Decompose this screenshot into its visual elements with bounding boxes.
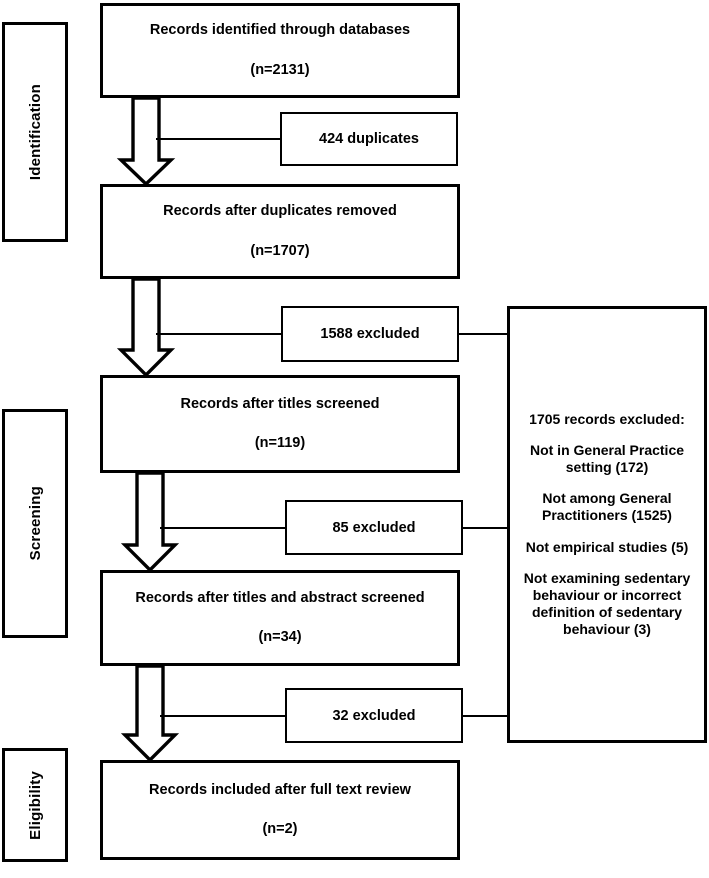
stage-label-screening-text: Screening — [26, 486, 44, 561]
flow-box-titles-abstract-screened: Records after titles and abstract screen… — [100, 570, 460, 666]
reasons-box-records-excluded: 1705 records excluded: Not in General Pr… — [507, 306, 707, 743]
reasons-box-item-empirical: Not empirical studies (5) — [525, 538, 689, 555]
stage-label-eligibility-text: Eligibility — [26, 770, 44, 840]
reasons-box-item-setting: Not in General Practice setting (172) — [529, 442, 685, 476]
connector-line-excluded-titles-to-reasons — [457, 333, 509, 335]
exclusion-box-excluded-titles-label: 1588 excluded — [320, 326, 420, 342]
connector-line-excluded-abstracts-to-reasons — [461, 527, 509, 529]
block-arrow-titles-screened-to-abstract-screened — [120, 471, 180, 573]
flow-box-titles-screened: Records after titles screened (n=119) — [100, 375, 460, 473]
block-arrow-abstract-screened-to-included — [120, 664, 180, 763]
connector-line-to-excluded-titles — [156, 333, 283, 335]
flow-box-records-identified-count: (n=2131) — [250, 61, 310, 78]
flow-box-included-full-text: Records included after full text review … — [100, 760, 460, 860]
connector-line-to-excluded-abstracts — [160, 527, 287, 529]
flow-box-duplicates-removed-title: Records after duplicates removed — [163, 203, 397, 220]
flow-box-records-identified: Records identified through databases (n=… — [100, 3, 460, 98]
stage-label-screening: Screening — [2, 409, 68, 638]
connector-line-to-duplicates — [156, 138, 282, 140]
reasons-box-heading: 1705 records excluded: — [529, 411, 685, 428]
connector-line-excluded-fulltext-to-reasons — [461, 715, 509, 717]
exclusion-box-excluded-titles: 1588 excluded — [281, 306, 459, 362]
exclusion-box-excluded-fulltext: 32 excluded — [285, 688, 463, 743]
stage-label-identification: Identification — [2, 22, 68, 242]
stage-label-eligibility: Eligibility — [2, 748, 68, 862]
flow-box-titles-screened-count: (n=119) — [254, 435, 306, 451]
flow-box-records-identified-title: Records identified through databases — [149, 22, 411, 39]
reasons-box-item-sedentary: Not examining sedentary behaviour or inc… — [523, 569, 691, 637]
flow-box-titles-screened-title: Records after titles screened — [180, 395, 380, 412]
flow-box-titles-abstract-screened-count: (n=34) — [258, 629, 302, 645]
exclusion-box-excluded-abstracts-label: 85 excluded — [332, 519, 416, 536]
flow-box-duplicates-removed: Records after duplicates removed (n=1707… — [100, 184, 460, 279]
flow-box-included-full-text-count: (n=2) — [262, 821, 298, 837]
exclusion-box-duplicates-label: 424 duplicates — [319, 131, 419, 147]
exclusion-box-excluded-fulltext-label: 32 excluded — [332, 707, 416, 724]
flow-box-duplicates-removed-count: (n=1707) — [250, 242, 310, 259]
exclusion-box-excluded-abstracts: 85 excluded — [285, 500, 463, 555]
block-arrow-duplicates-removed-to-titles-screened — [116, 277, 176, 378]
exclusion-box-duplicates: 424 duplicates — [280, 112, 458, 166]
connector-line-to-excluded-fulltext — [160, 715, 287, 717]
flow-box-titles-abstract-screened-title: Records after titles and abstract screen… — [135, 589, 425, 606]
stage-label-identification-text: Identification — [26, 83, 44, 181]
block-arrow-identified-to-duplicates-removed — [116, 96, 176, 187]
flow-box-included-full-text-title: Records included after full text review — [149, 781, 411, 798]
reasons-box-item-practitioners: Not among General Practitioners (1525) — [542, 490, 672, 524]
